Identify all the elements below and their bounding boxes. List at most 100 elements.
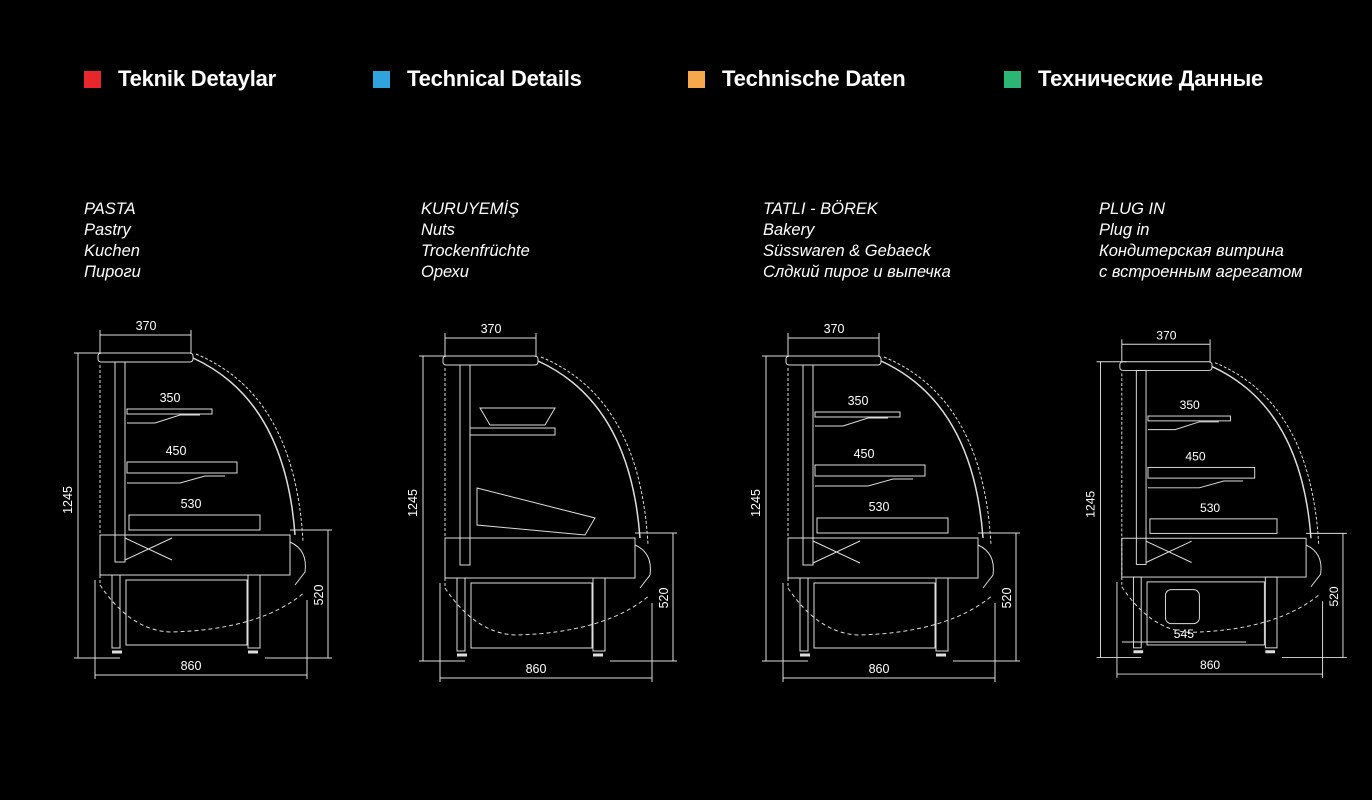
display-tray — [479, 407, 556, 426]
caption-line: Pastry — [84, 221, 131, 239]
service-outline — [787, 587, 994, 636]
display-pan — [816, 517, 949, 534]
legend-item-german: Technische Daten — [688, 66, 906, 92]
color-swatch — [84, 70, 101, 88]
dimension-line-height — [762, 355, 808, 662]
glass-open-outline — [195, 353, 304, 543]
caption-line: Bakery — [763, 221, 815, 239]
front-glass — [1211, 365, 1312, 539]
caption-line: Nuts — [421, 221, 455, 239]
shelf-2 — [814, 464, 926, 477]
base-case — [787, 537, 979, 579]
caption-line: Trockenfrüchte — [421, 242, 530, 260]
dim-label-pan: 530 — [869, 500, 890, 514]
rear-post — [802, 364, 814, 566]
caption-line: Слдкий пирог и выпечка — [763, 263, 951, 281]
legend-label: Teknik Detaylar — [118, 66, 277, 91]
dim-label-base: 520 — [657, 588, 671, 609]
dimension-line-width — [1116, 581, 1324, 678]
leg-left — [456, 577, 466, 652]
evaporator — [124, 537, 173, 561]
front-bumper — [634, 544, 651, 589]
rear-post — [114, 361, 126, 563]
lower-cabinet — [470, 582, 593, 649]
showcase-drawing-1: 370 1245 520 860 — [406, 322, 677, 682]
front-glass — [537, 360, 641, 539]
dim-label-width: 860 — [1200, 658, 1220, 672]
shelf-1 — [814, 411, 901, 418]
shelf-1 — [470, 427, 556, 436]
dimension-line-top — [1121, 339, 1211, 363]
dim-label-shelf-1: 350 — [848, 394, 869, 408]
glass-open-outline — [540, 356, 649, 546]
leg-left — [799, 577, 809, 652]
legend-label: Technical Details — [407, 66, 582, 91]
shelf-1 — [126, 408, 213, 415]
color-swatch — [688, 70, 705, 88]
legend-item-turkish: Teknik Detaylar — [84, 66, 276, 92]
dim-label-height: 1245 — [61, 486, 75, 514]
dim-label-width: 860 — [181, 659, 202, 673]
shelf-2-support — [815, 478, 913, 487]
caption-line: Plug in — [1099, 221, 1150, 239]
dim-label-shelf-2: 450 — [1185, 450, 1205, 464]
evaporator — [812, 540, 861, 564]
front-glass — [192, 357, 296, 536]
caption-line: PASTA — [84, 200, 136, 218]
model-caption-bakery: TATLI - BÖREK Bakery Süsswaren & Gebaeck… — [763, 199, 951, 283]
leg-left — [1132, 576, 1142, 649]
display-pan — [1149, 518, 1278, 534]
base-case — [1121, 537, 1307, 578]
canopy — [97, 352, 194, 363]
front-bumper — [289, 541, 306, 586]
dimension-line-base — [610, 532, 677, 662]
evaporator — [1145, 540, 1192, 563]
dim-label-width: 860 — [869, 662, 890, 676]
canopy — [442, 355, 539, 366]
leg-right — [592, 577, 606, 652]
shelf-2 — [1147, 466, 1256, 479]
leg-right — [1264, 576, 1278, 649]
legend-label: Technische Daten — [722, 66, 906, 91]
dimension-line-width — [439, 583, 653, 682]
showcase-drawing-2: 370 1245 350 450 530 520 860 — [749, 322, 1020, 682]
dim-label-inner: 545 — [1174, 627, 1194, 641]
model-caption-pasta: PASTA Pastry Kuchen Пироги — [84, 199, 141, 283]
dimension-line-base — [265, 529, 332, 659]
legend-item-russian: Технические Данные — [1004, 66, 1263, 92]
dim-label-top: 370 — [824, 322, 845, 336]
dim-label-base: 520 — [1327, 586, 1341, 606]
showcase-drawing-3: 370 1245 350 450 530 520 860 545 — [1084, 328, 1347, 678]
dim-label-height: 1245 — [406, 489, 420, 517]
caption-line: KURUYEMİŞ — [421, 200, 520, 218]
dimension-line-base — [953, 532, 1020, 662]
dim-label-base: 520 — [312, 585, 326, 606]
canopy — [785, 355, 882, 366]
lower-cabinet — [125, 579, 248, 646]
service-outline — [444, 587, 651, 636]
dim-label-width: 860 — [526, 662, 547, 676]
front-bumper — [1305, 544, 1322, 588]
caption-line: Кондитерская витрина — [1099, 242, 1284, 260]
leg-right — [247, 574, 261, 649]
shelf-2 — [126, 461, 238, 474]
dim-label-shelf-2: 450 — [166, 444, 187, 458]
rear-post — [459, 364, 471, 566]
caption-line: TATLI - BÖREK — [763, 200, 878, 218]
base-case — [444, 537, 636, 579]
lower-cabinet — [1146, 581, 1265, 646]
front-glass — [880, 360, 984, 539]
inclined-tray — [476, 487, 596, 536]
dim-label-pan: 530 — [1200, 501, 1220, 515]
shelf-2-support — [127, 475, 225, 484]
color-swatch — [1004, 70, 1021, 88]
dim-label-height: 1245 — [749, 489, 763, 517]
base-case — [99, 534, 291, 576]
model-caption-nuts: KURUYEMİŞ Nuts Trockenfrüchte Орехи — [421, 199, 530, 283]
glass-open-outline — [1214, 362, 1320, 546]
leg-left — [111, 574, 121, 649]
dim-label-top: 370 — [136, 319, 157, 333]
caption-line: Kuchen — [84, 242, 140, 260]
dimension-line-height — [419, 355, 465, 662]
